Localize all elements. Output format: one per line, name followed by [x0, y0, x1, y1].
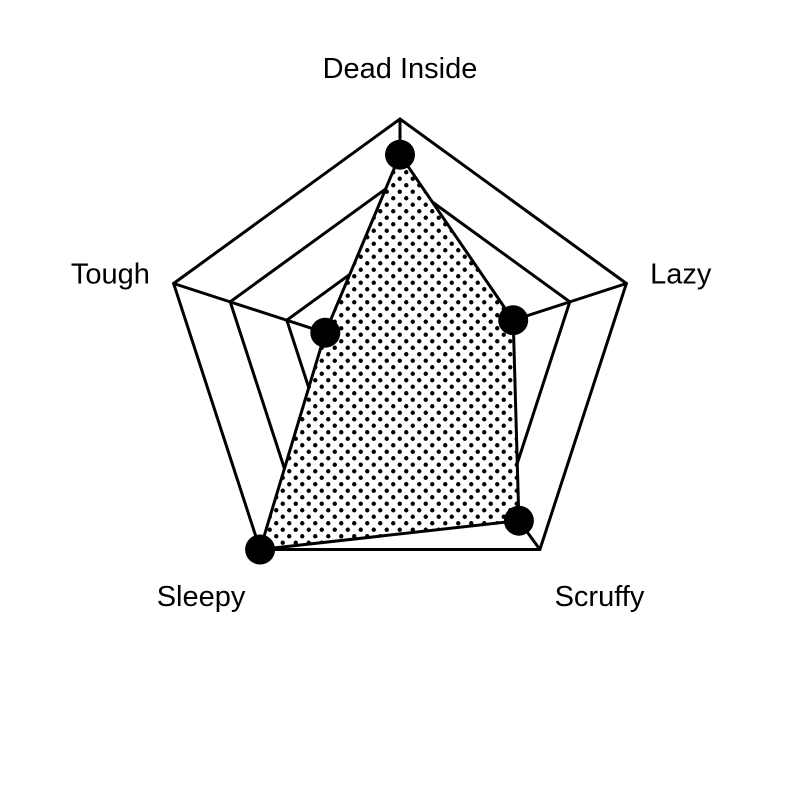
data-point-dead-inside [385, 139, 415, 170]
data-point-lazy [498, 305, 529, 336]
radar-area-layer [258, 151, 521, 552]
axis-label-tough: Tough [71, 259, 150, 291]
axis-label-dead-inside: Dead Inside [323, 53, 478, 85]
axis-label-scruffy: Scruffy [555, 581, 645, 613]
series-area-1 [258, 151, 521, 552]
radar-markers [245, 139, 534, 565]
data-point-sleepy [245, 534, 276, 565]
axis-label-lazy: Lazy [650, 259, 712, 291]
axis-label-sleepy: Sleepy [157, 581, 246, 613]
data-point-scruffy [503, 505, 534, 536]
data-point-tough [310, 317, 341, 348]
grid-ring-4 [171, 117, 629, 551]
